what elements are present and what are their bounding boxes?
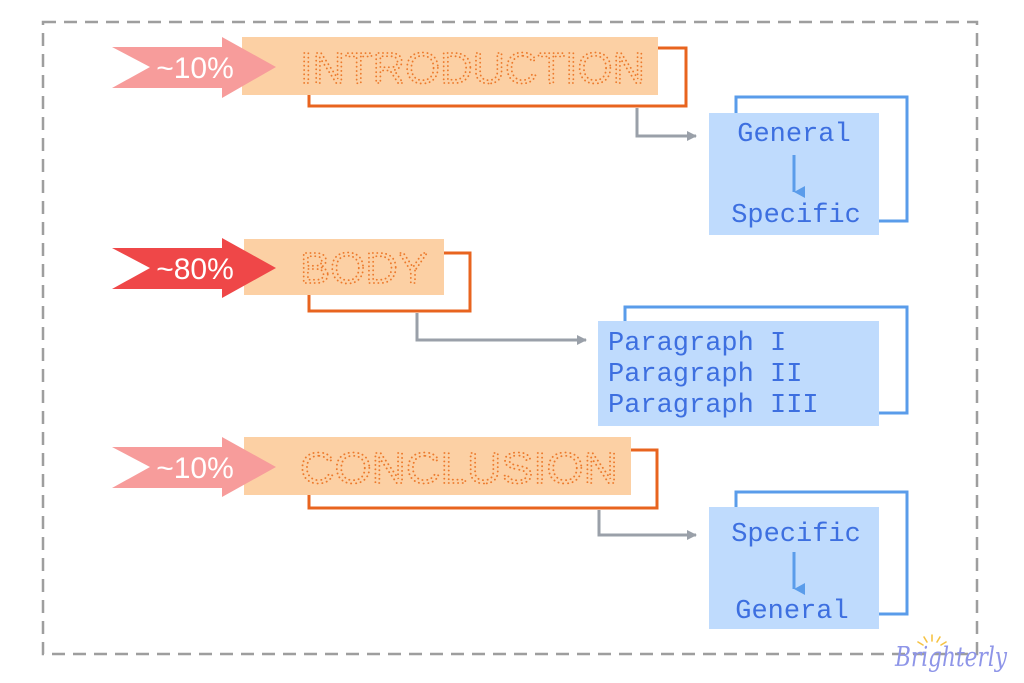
outer-dashed-frame [41, 20, 979, 656]
section-conclusion: ~10% CONCLUSION Specific General [112, 437, 909, 629]
percent-arrow [112, 437, 276, 497]
box-line: Paragraph I [608, 329, 786, 359]
box-line: Paragraph II [608, 360, 802, 390]
box-line: General [735, 597, 848, 627]
box-outline [623, 305, 909, 415]
box-outline [734, 95, 909, 223]
box-line: General [737, 120, 850, 150]
box-outline [734, 490, 909, 616]
section-title: CONCLUSION [300, 444, 618, 493]
sun-icon [917, 634, 947, 646]
percent-label: ~10% [156, 452, 234, 485]
percent-label: ~10% [156, 52, 234, 85]
logo-text: Brighterly [894, 642, 1007, 673]
section-introduction: ~10% INTRODUCTION General Specific [112, 37, 909, 235]
content-box [598, 321, 879, 426]
box-line: Specific [731, 520, 861, 550]
section-title: BODY [300, 244, 428, 293]
banner [244, 437, 631, 495]
percent-arrow [112, 37, 276, 98]
banner [244, 239, 444, 295]
brighterly-logo: Brighterly [894, 634, 1008, 673]
box-line: Specific [731, 201, 861, 231]
section-body: ~80% BODY Paragraph I Paragraph II Parag… [112, 238, 909, 426]
section-title: INTRODUCTION [300, 44, 645, 93]
connector-arrow [597, 510, 697, 540]
banner-outline [307, 448, 659, 510]
box-line: Paragraph III [608, 391, 819, 421]
banner-outline [307, 251, 472, 313]
connector-arrow [635, 108, 697, 141]
percent-label: ~80% [156, 253, 234, 286]
connector-arrow [415, 313, 587, 345]
percent-arrow [112, 238, 276, 298]
banner [242, 37, 658, 95]
